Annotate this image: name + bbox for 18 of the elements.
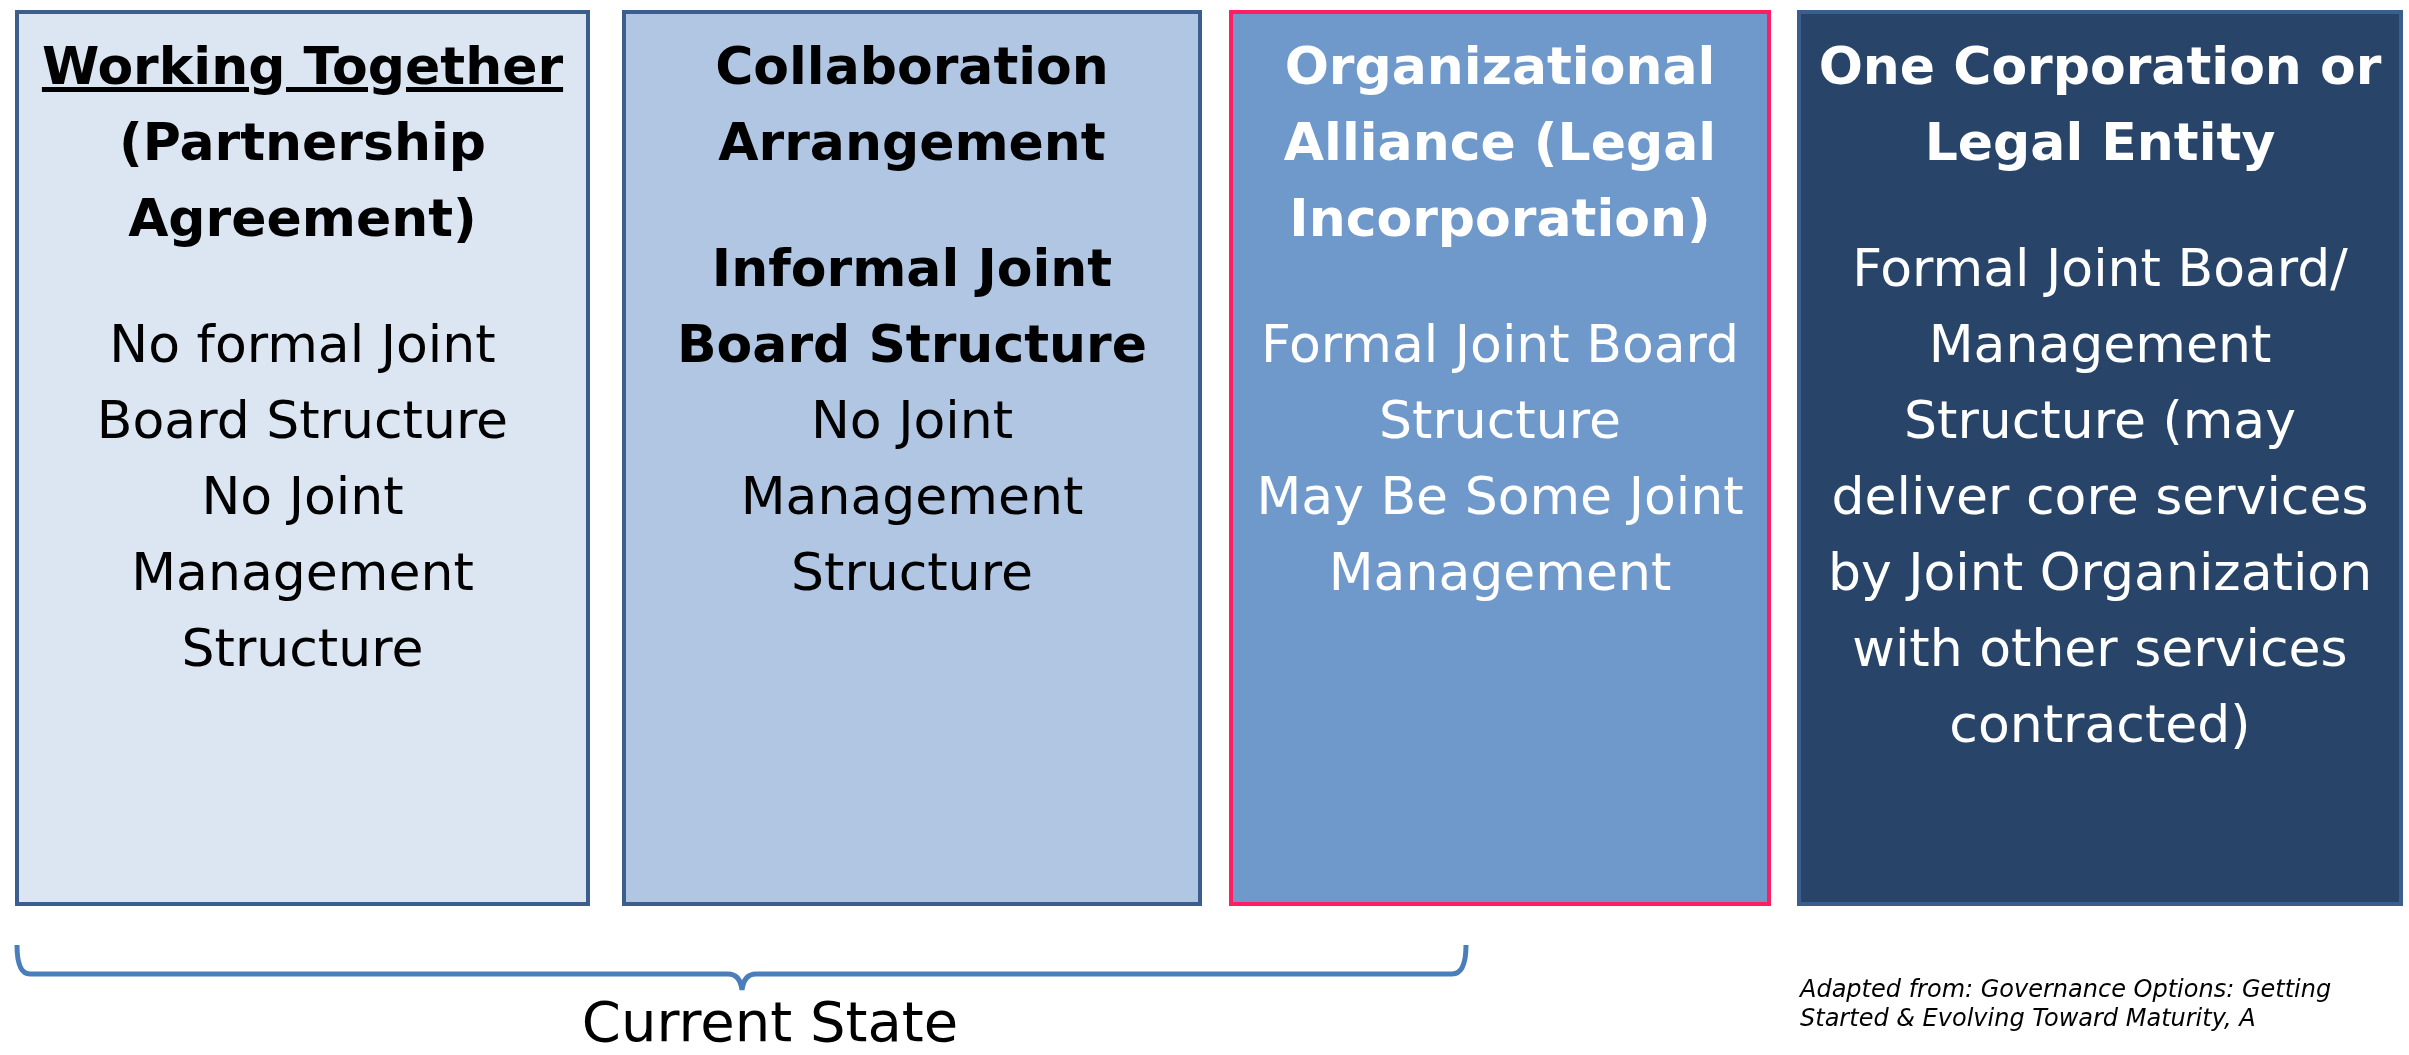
stage-panel xyxy=(622,10,1202,906)
body-text: No formal Joint Board Structure xyxy=(95,313,510,452)
body-text: May Be Some Joint Management xyxy=(1255,465,1745,604)
heading-text: Working Together xyxy=(40,35,565,98)
stage-panel xyxy=(1797,10,2403,906)
source-note: Adapted from: Governance Options: Getting Started & Evolving Toward Maturity, A xyxy=(1800,975,2333,1033)
heading-text: Organizational Alliance (Legal Incorporation) xyxy=(1282,35,1718,250)
body-text: No Joint Management Structure xyxy=(739,389,1085,604)
heading-text: Informal Joint Board Structure xyxy=(676,237,1148,376)
bracket-label: Current State xyxy=(580,988,960,1055)
body-text: Formal Joint Board/ Management Structure (may deliver core services by Joint Organization with other services contracted) xyxy=(1826,237,2374,756)
heading-text: (Partnership Agreement) xyxy=(118,111,487,250)
heading-text: Collaboration Arrangement xyxy=(714,35,1110,174)
stage-panel xyxy=(1229,10,1771,906)
body-text: Formal Joint Board Structure xyxy=(1259,313,1741,452)
heading-text: One Corporation or Legal Entity xyxy=(1817,35,2383,174)
stage-panel xyxy=(15,10,590,906)
body-text: No Joint Management Structure xyxy=(130,465,475,680)
